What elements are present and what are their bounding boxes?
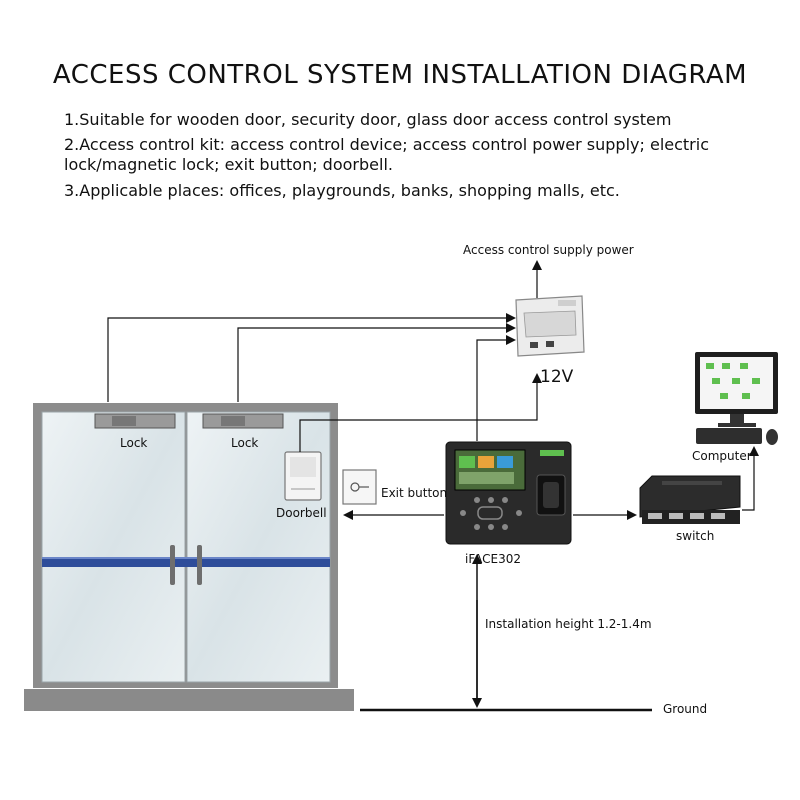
switch-label: switch [676,529,714,543]
network-switch-icon [639,475,741,524]
door-handle-right [197,545,202,585]
exit-button-label: Exit button [381,486,447,500]
page-title: ACCESS CONTROL SYSTEM INSTALLATION DIAGR… [52,60,748,90]
doorbell-icon [284,451,322,501]
power-supply-icon [515,295,585,357]
description-line-1: 1.Suitable for wooden door, security doo… [64,110,672,129]
doorbell-label: Doorbell [276,506,327,520]
floor-slab [24,689,354,711]
description-line-2: 2.Access control kit: access control dev… [64,135,709,174]
wire-lock-right-to-power [237,323,516,402]
lock-right-label: Lock [231,436,258,450]
wire-terminal-to-power [476,335,516,441]
power-supply-label: Access control supply power [463,243,634,257]
face-terminal-icon [445,441,572,545]
wire-doorbell-to-power [299,373,542,452]
computer-label: Computer [692,449,752,463]
computer-icon [695,352,778,445]
glass-door [33,403,338,688]
lock-icon [202,413,284,429]
voltage-label: 12V [540,367,574,387]
door-handle-left [170,545,175,585]
lock-left-label: Lock [120,436,147,450]
wire-lock-left-to-power [107,313,516,402]
exit-button-icon [342,469,377,505]
description-line-3: 3.Applicable places: offices, playground… [64,181,620,200]
device-label: iFACE302 [465,552,521,566]
installation-height-label: Installation height 1.2-1.4m [485,617,652,631]
lock-icon [94,413,176,429]
wiring [107,260,759,520]
wire-switch-to-computer [742,446,759,511]
ground-label: Ground [663,702,707,716]
